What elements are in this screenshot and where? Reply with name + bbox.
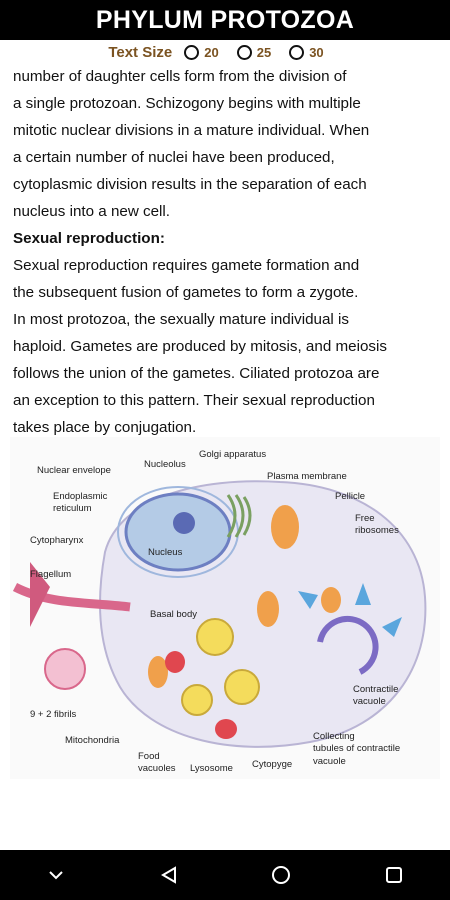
system-nav-bar — [0, 850, 450, 900]
text-size-option-20[interactable]: 20 — [184, 44, 219, 60]
text-line: takes place by conjugation. — [13, 419, 197, 436]
text-line: nucleus into a new cell. — [13, 203, 171, 220]
label-nuclear-envelope: Nuclear envelope — [37, 465, 111, 476]
label-contractile-2: vacuole — [353, 696, 386, 707]
text-line: Sexual reproduction requires gamete form… — [13, 257, 360, 274]
text-line: haploid. Gametes are produced by mitosis… — [13, 338, 387, 355]
text-line: follows the union of the gametes. Ciliat… — [13, 365, 380, 382]
text-size-selector: Text Size 20 25 30 — [0, 40, 450, 64]
text-line: In most protozoa, the sexually mature in… — [13, 311, 349, 328]
label-pellicle: Pellicle — [335, 491, 365, 502]
mitochondrion — [321, 587, 341, 613]
radio-30[interactable] — [289, 44, 305, 60]
label-cytopharynx: Cytopharynx — [30, 535, 84, 546]
label-er-2: reticulum — [53, 503, 92, 514]
label-free-1: Free — [355, 513, 375, 524]
label-mitochondria: Mitochondria — [65, 735, 120, 746]
text-line: cytoplasmic division results in the sepa… — [13, 176, 367, 193]
cell-illustration: Golgi apparatus Nucleolus Nuclear envelo… — [12, 449, 427, 774]
label-collecting-2: tubules of contractile — [313, 743, 400, 754]
label-collecting-1: Collecting — [313, 731, 355, 742]
recents-icon — [385, 867, 402, 883]
paragraph-schizogony: number of daughter cells form from the d… — [13, 63, 434, 225]
contractile-vacuole-shape — [317, 615, 379, 675]
label-flagellum: Flagellum — [30, 569, 71, 580]
protozoan-cell-diagram: Golgi apparatus Nucleolus Nuclear envelo… — [10, 437, 440, 779]
label-lysosome: Lysosome — [190, 763, 233, 774]
home-icon — [272, 866, 291, 884]
mitochondrion — [257, 591, 279, 627]
back-icon — [160, 866, 176, 884]
label-basal-body: Basal body — [150, 609, 197, 620]
lysosome-shape — [215, 719, 237, 739]
label-fibrils: 9 + 2 fibrils — [30, 709, 76, 720]
mitochondrion — [271, 505, 299, 549]
text-line: a certain number of nuclei have been pro… — [13, 149, 335, 166]
page-title: PHYLUM PROTOZOA — [95, 5, 355, 34]
back-button[interactable] — [149, 855, 189, 895]
label-food-2: vacuoles — [138, 763, 176, 774]
text-line: the subsequent fusion of gametes to form… — [13, 284, 359, 301]
food-vacuole — [181, 684, 213, 716]
article-content: number of daughter cells form from the d… — [13, 63, 434, 441]
label-nucleolus: Nucleolus — [144, 459, 186, 470]
chevron-down-icon — [49, 871, 63, 880]
food-vacuole — [196, 618, 234, 656]
label-golgi: Golgi apparatus — [199, 449, 266, 460]
label-contractile-1: Contractile — [353, 684, 398, 695]
home-button[interactable] — [261, 855, 301, 895]
paragraph-sexual-reproduction: Sexual reproduction requires gamete form… — [13, 252, 434, 441]
label-cytopyge: Cytopyge — [252, 759, 292, 770]
label-free-2: ribosomes — [355, 525, 399, 536]
flagellum-shape — [12, 582, 131, 612]
collecting-tubules-shape — [298, 583, 402, 637]
label-nucleus: Nucleus — [148, 547, 183, 558]
menu-button[interactable] — [36, 855, 76, 895]
radio-20[interactable] — [184, 44, 200, 60]
flagellum-root — [30, 562, 50, 627]
label-food-1: Food — [138, 751, 160, 762]
app-header: PHYLUM PROTOZOA — [0, 0, 450, 40]
text-size-option-25[interactable]: 25 — [236, 44, 271, 60]
text-size-option-30[interactable]: 30 — [289, 44, 324, 60]
text-line: an exception to this pattern. Their sexu… — [13, 392, 375, 409]
label-er-1: Endoplasmic — [53, 491, 108, 502]
text-line: mitotic nuclear divisions in a mature in… — [13, 122, 370, 139]
radio-25[interactable] — [236, 44, 252, 60]
golgi-shape — [226, 494, 252, 538]
label-collecting-3: vacuole — [313, 756, 346, 767]
fibrils-cross-section — [44, 648, 86, 690]
lysosome-shape — [165, 651, 185, 673]
mitochondrion — [148, 656, 168, 688]
label-plasma-membrane: Plasma membrane — [267, 471, 347, 482]
recents-button[interactable] — [374, 855, 414, 895]
text-line: a single protozoan. Schizogony begins wi… — [13, 95, 361, 112]
nucleolus-shape — [173, 512, 195, 534]
text-size-label: Text Size — [108, 43, 173, 61]
section-heading: Sexual reproduction: — [13, 230, 165, 247]
text-line: number of daughter cells form from the d… — [13, 68, 347, 85]
food-vacuole — [224, 669, 260, 705]
